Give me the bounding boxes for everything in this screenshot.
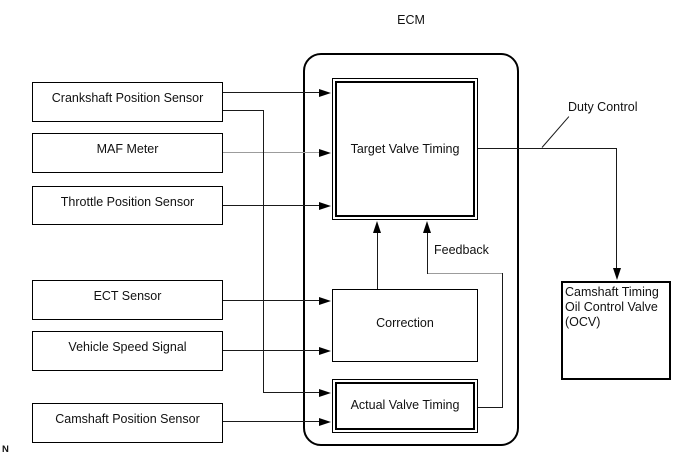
camshaft-to-actual-arrowhead bbox=[319, 418, 331, 426]
duty-control-to-ocv-arrowhead bbox=[613, 268, 621, 280]
output-box-ocv: Camshaft Timing Oil Control Valve (OCV) bbox=[561, 281, 671, 380]
block-label: Actual Valve Timing bbox=[350, 397, 460, 412]
crankshaft-to-target-arrowhead bbox=[319, 89, 331, 97]
input-box-maf-meter: MAF Meter bbox=[32, 133, 223, 173]
feedback-to-target-arrowhead bbox=[423, 221, 431, 233]
maf-to-target-arrowhead bbox=[319, 149, 331, 157]
connector-crankshaft-to-target-line bbox=[223, 92, 319, 93]
connector-camshaft-to-actual-line bbox=[223, 421, 319, 422]
block-correction: Correction bbox=[332, 289, 478, 362]
duty-control-label: Duty Control bbox=[568, 100, 638, 114]
feedback-arrow-line bbox=[427, 233, 428, 274]
duty-control-horizontal-line bbox=[478, 148, 617, 149]
connector-throttle-to-target-line bbox=[223, 205, 319, 206]
input-box-camshaft-position-sensor: Camshaft Position Sensor bbox=[32, 403, 223, 443]
input-label: Throttle Position Sensor bbox=[60, 194, 195, 209]
connector-vss-to-correction-line bbox=[223, 350, 319, 351]
block-label: Target Valve Timing bbox=[350, 141, 460, 156]
vss-to-correction-arrowhead bbox=[319, 347, 331, 355]
feedback-label: Feedback bbox=[434, 243, 489, 257]
input-label: MAF Meter bbox=[96, 142, 159, 156]
connector-maf-to-target-line bbox=[223, 152, 319, 153]
correction-to-target-arrowhead bbox=[373, 221, 381, 233]
duty-control-leader-line bbox=[541, 116, 570, 148]
feedback-top-line bbox=[427, 273, 503, 274]
connector-crankshaft-branch-to-actual-line bbox=[263, 392, 319, 393]
input-box-crankshaft-position-sensor: Crankshaft Position Sensor bbox=[32, 82, 223, 122]
feedback-vertical-line bbox=[502, 273, 503, 408]
feedback-bottom-line bbox=[478, 407, 503, 408]
ecm-title: ECM bbox=[397, 13, 425, 27]
block-actual-valve-timing: Actual Valve Timing bbox=[332, 379, 478, 433]
connector-ect-to-correction-line bbox=[223, 300, 319, 301]
input-label: Camshaft Position Sensor bbox=[55, 412, 200, 426]
input-box-throttle-position-sensor: Throttle Position Sensor bbox=[32, 186, 223, 225]
input-label: Crankshaft Position Sensor bbox=[51, 91, 204, 105]
duty-control-vertical-line bbox=[616, 148, 617, 269]
crankshaft-to-actual-arrowhead bbox=[319, 389, 331, 397]
input-label: ECT Sensor bbox=[93, 289, 162, 303]
connector-crankshaft-branch-top-line bbox=[223, 110, 264, 111]
corner-mark: N bbox=[2, 444, 9, 455]
input-label: Vehicle Speed Signal bbox=[68, 340, 187, 354]
input-box-vehicle-speed-signal: Vehicle Speed Signal bbox=[32, 331, 223, 371]
block-target-valve-timing: Target Valve Timing bbox=[332, 78, 478, 220]
connector-crankshaft-branch-vertical-line bbox=[263, 110, 264, 393]
connector-correction-to-target-line bbox=[377, 233, 378, 289]
input-box-ect-sensor: ECT Sensor bbox=[32, 280, 223, 320]
throttle-to-target-arrowhead bbox=[319, 202, 331, 210]
ect-to-correction-arrowhead bbox=[319, 297, 331, 305]
block-label: Correction bbox=[376, 316, 434, 330]
